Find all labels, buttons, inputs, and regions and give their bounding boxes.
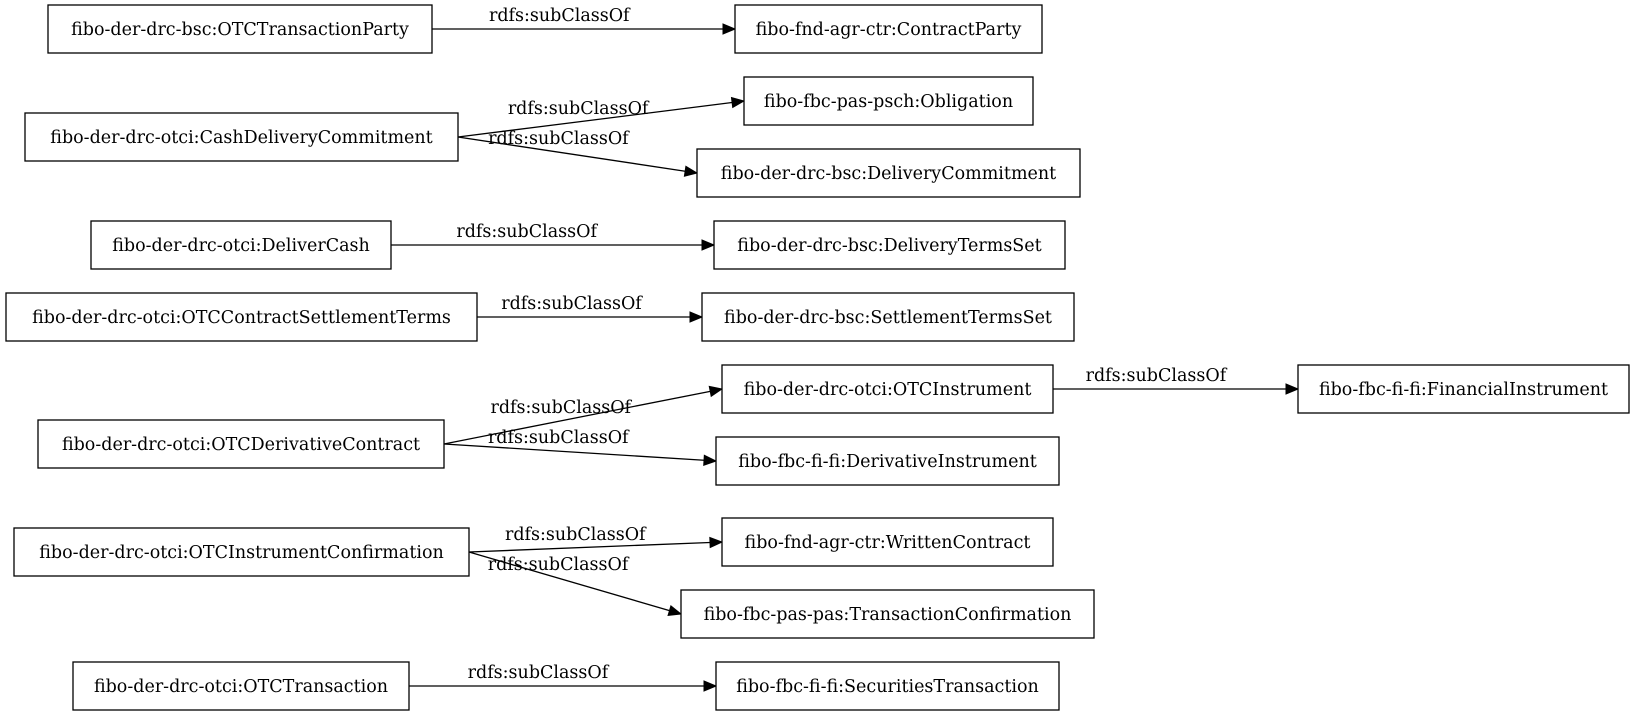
class-node-fibo-der-drc-otci-otcderivativecontract: fibo-der-drc-otci:OTCDerivativeContract <box>37 419 445 469</box>
node-label: fibo-der-drc-bsc:SettlementTermsSet <box>724 308 1052 328</box>
node-box <box>47 4 433 54</box>
node-label: fibo-der-drc-otci:OTCInstrument <box>744 380 1032 400</box>
node-box <box>680 589 1095 639</box>
class-node-fibo-fbc-pas-pas-transactionconfirmation: fibo-fbc-pas-pas:TransactionConfirmation <box>680 589 1095 639</box>
node-box <box>715 436 1060 486</box>
edge-label: rdfs:subClassOf <box>468 663 610 683</box>
edge-line <box>443 390 711 445</box>
edge-line <box>457 101 733 138</box>
arrowhead-icon <box>701 239 716 251</box>
node-box <box>721 517 1054 567</box>
arrowhead-icon <box>683 165 699 177</box>
class-node-fibo-der-drc-otci-otcinstrument: fibo-der-drc-otci:OTCInstrument <box>721 364 1054 414</box>
node-label: fibo-fbc-pas-psch:Obligation <box>764 92 1013 112</box>
nodes-layer: fibo-der-drc-bsc:OTCTransactionParty fibo… <box>5 4 1630 711</box>
node-box <box>734 4 1043 54</box>
class-node-fibo-fbc-fi-fi-financialinstrument: fibo-fbc-fi-fi:FinancialInstrument <box>1297 364 1630 414</box>
edge-label: rdfs:subClassOf <box>508 99 650 119</box>
edge-fibo-der-drc-otci-otccontractsettlementterms-to-fibo-der-drc-bsc-settlementtermsset: rdfs:subClassOf <box>477 294 704 323</box>
edge-fibo-der-drc-otci-otcderivativecontract-to-fibo-der-drc-otci-otcinstrument: rdfs:subClassOf <box>443 385 724 445</box>
class-node-fibo-fbc-pas-psch-obligation: fibo-fbc-pas-psch:Obligation <box>743 76 1034 126</box>
node-label: fibo-der-drc-bsc:DeliveryTermsSet <box>737 236 1041 256</box>
class-node-fibo-fnd-agr-ctr-writtencontract: fibo-fnd-agr-ctr:WrittenContract <box>721 517 1054 567</box>
node-box <box>743 76 1034 126</box>
class-node-fibo-der-drc-otci-cashdeliverycommitment: fibo-der-drc-otci:CashDeliveryCommitment <box>24 112 459 162</box>
node-label: fibo-der-drc-otci:OTCDerivativeContract <box>62 435 420 455</box>
edge-line <box>457 136 686 172</box>
edge-label: rdfs:subClassOf <box>456 222 598 242</box>
edge-fibo-der-drc-otci-otcderivativecontract-to-fibo-fbc-fi-fi-derivativeinstrument: rdfs:subClassOf <box>443 428 718 466</box>
node-label: fibo-fbc-pas-pas:TransactionConfirmation <box>704 605 1072 625</box>
node-box <box>24 112 459 162</box>
node-label: fibo-fbc-fi-fi:DerivativeInstrument <box>738 452 1037 472</box>
class-node-fibo-der-drc-bsc-otctransactionparty: fibo-der-drc-bsc:OTCTransactionParty <box>47 4 433 54</box>
edge-fibo-der-drc-otci-cashdeliverycommitment-to-fibo-fbc-pas-psch-obligation: rdfs:subClassOf <box>457 96 746 138</box>
node-box <box>1297 364 1630 414</box>
node-label: fibo-der-drc-bsc:OTCTransactionParty <box>71 20 409 40</box>
edges-layer: rdfs:subClassOf rdfs:subClassOf rdfs:subCl… <box>391 6 1300 692</box>
edge-fibo-der-drc-otci-otcinstrumentconfirmation-to-fibo-fbc-pas-pas-transactionconfirmation: rdfs:subClassOf <box>468 551 683 617</box>
edge-label: rdfs:subClassOf <box>489 6 631 26</box>
edge-fibo-der-drc-otci-otcinstrument-to-fibo-fbc-fi-fi-financialinstrument: rdfs:subClassOf <box>1053 366 1300 395</box>
node-label: fibo-fbc-fi-fi:FinancialInstrument <box>1319 380 1608 400</box>
node-box <box>37 419 445 469</box>
edge-label: rdfs:subClassOf <box>505 525 647 545</box>
class-node-fibo-der-drc-otci-otcinstrumentconfirmation: fibo-der-drc-otci:OTCInstrumentConfirmat… <box>13 527 470 577</box>
node-box <box>90 220 392 270</box>
node-box <box>721 364 1054 414</box>
node-label: fibo-fbc-fi-fi:SecuritiesTransaction <box>736 677 1039 697</box>
node-box <box>696 148 1081 198</box>
node-box <box>715 661 1060 711</box>
class-node-fibo-fnd-agr-ctr-contractparty: fibo-fnd-agr-ctr:ContractParty <box>734 4 1043 54</box>
edge-line <box>468 541 711 553</box>
class-node-fibo-fbc-fi-fi-derivativeinstrument: fibo-fbc-fi-fi:DerivativeInstrument <box>715 436 1060 486</box>
node-box <box>13 527 470 577</box>
edge-fibo-der-drc-otci-cashdeliverycommitment-to-fibo-der-drc-bsc-deliverycommitment: rdfs:subClassOf <box>457 129 699 177</box>
edge-fibo-der-drc-otci-delivercash-to-fibo-der-drc-bsc-deliverytermsset: rdfs:subClassOf <box>391 222 716 251</box>
class-node-fibo-der-drc-bsc-deliverytermsset: fibo-der-drc-bsc:DeliveryTermsSet <box>713 220 1066 270</box>
arrowhead-icon <box>689 311 704 323</box>
node-label: fibo-der-drc-otci:CashDeliveryCommitment <box>50 128 432 148</box>
class-node-fibo-fbc-fi-fi-securitiestransaction: fibo-fbc-fi-fi:SecuritiesTransaction <box>715 661 1060 711</box>
edge-fibo-der-drc-otci-otcinstrumentconfirmation-to-fibo-fnd-agr-ctr-writtencontract: rdfs:subClassOf <box>468 525 724 553</box>
node-label: fibo-der-drc-otci:OTCInstrumentConfirmat… <box>39 543 444 563</box>
edge-label: rdfs:subClassOf <box>1086 366 1228 386</box>
arrowhead-icon <box>730 96 746 109</box>
edge-label: rdfs:subClassOf <box>501 294 643 314</box>
node-label: fibo-der-drc-bsc:DeliveryCommitment <box>721 164 1056 184</box>
edge-line <box>468 551 670 612</box>
node-box <box>72 661 410 711</box>
node-box <box>701 292 1075 342</box>
node-label: fibo-fnd-agr-ctr:WrittenContract <box>745 533 1031 553</box>
edge-fibo-der-drc-otci-otctransaction-to-fibo-fbc-fi-fi-securitiestransaction: rdfs:subClassOf <box>409 663 718 692</box>
node-box <box>713 220 1066 270</box>
class-node-fibo-der-drc-otci-otctransaction: fibo-der-drc-otci:OTCTransaction <box>72 661 410 711</box>
edge-fibo-der-drc-bsc-otctransactionparty-to-fibo-fnd-agr-ctr-contractparty: rdfs:subClassOf <box>432 6 737 35</box>
class-node-fibo-der-drc-otci-delivercash: fibo-der-drc-otci:DeliverCash <box>90 220 392 270</box>
class-node-fibo-der-drc-bsc-deliverycommitment: fibo-der-drc-bsc:DeliveryCommitment <box>696 148 1081 198</box>
edge-label: rdfs:subClassOf <box>490 398 632 418</box>
node-label: fibo-fnd-agr-ctr:ContractParty <box>756 20 1022 40</box>
arrowhead-icon <box>722 23 737 35</box>
node-label: fibo-der-drc-otci:OTCContractSettlementT… <box>32 308 451 328</box>
edge-label: rdfs:subClassOf <box>488 428 630 448</box>
arrowhead-icon <box>703 454 718 466</box>
node-label: fibo-der-drc-otci:OTCTransaction <box>94 677 388 697</box>
arrowhead-icon <box>667 604 683 617</box>
node-label: fibo-der-drc-otci:DeliverCash <box>112 236 370 256</box>
edge-label: rdfs:subClassOf <box>488 129 630 149</box>
edge-label: rdfs:subClassOf <box>488 555 630 575</box>
arrowhead-icon <box>1285 383 1300 395</box>
arrowhead-icon <box>709 536 724 549</box>
edge-line <box>443 443 705 461</box>
class-node-fibo-der-drc-otci-otccontractsettlementterms: fibo-der-drc-otci:OTCContractSettlementT… <box>5 292 478 342</box>
arrowhead-icon <box>708 385 724 398</box>
arrowhead-icon <box>703 680 718 692</box>
class-node-fibo-der-drc-bsc-settlementtermsset: fibo-der-drc-bsc:SettlementTermsSet <box>701 292 1075 342</box>
node-box <box>5 292 478 342</box>
